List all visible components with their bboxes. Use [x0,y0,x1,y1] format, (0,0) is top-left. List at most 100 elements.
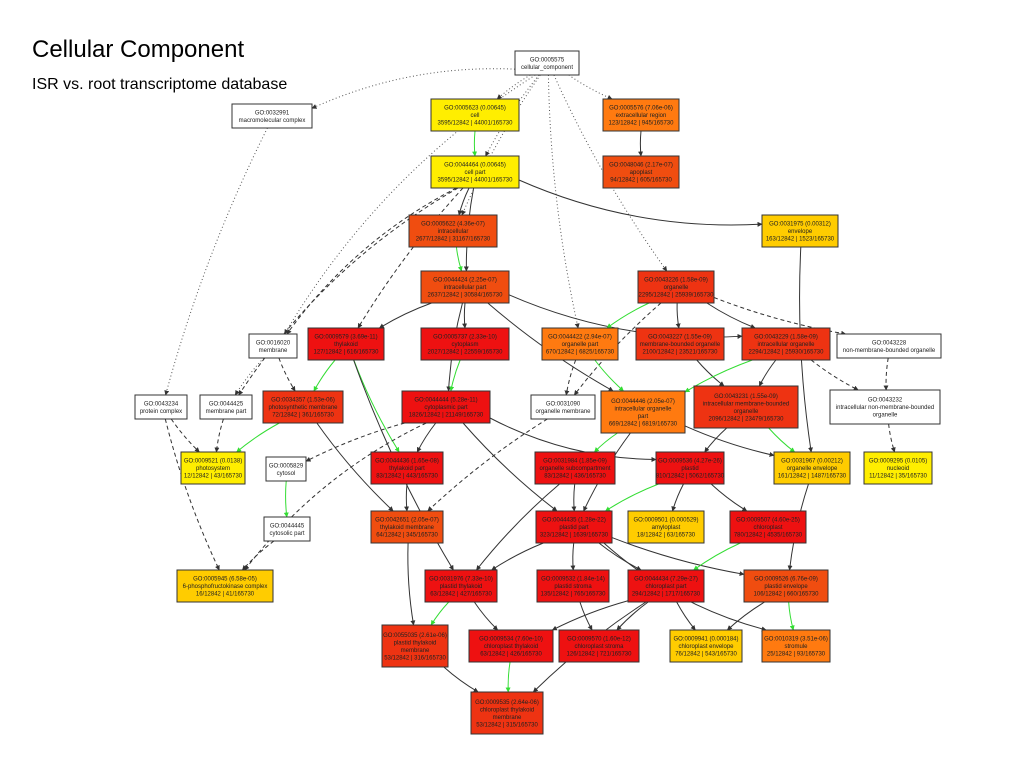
go-node-n0031976[interactable]: GO:0031976 (7.33e-10)plastid thylakoid63… [424,569,498,603]
edge-n0044445-n0005945 [242,540,275,571]
go-node-n0009501[interactable]: GO:0009501 (0.000529)amyloplast18/12842 … [627,510,705,544]
edge-n0009579-n0034357 [313,359,336,392]
go-node-label-line: cytoplasmic part [424,405,468,411]
edge-n0016020-n0034357 [278,357,296,392]
go-node-n0044436[interactable]: GO:0044436 (1.65e-08)thylakoid part83/12… [370,451,444,485]
go-node-label-line: chloroplast envelope [678,644,734,650]
go-node-n0005945[interactable]: GO:0005945 (6.58e-05)6-phosphofructokina… [176,569,274,603]
go-node-box [470,691,544,735]
edge-n0005575-n0044422 [547,74,580,329]
go-node-n0009535[interactable]: GO:0009535 (2.64e-06)chloroplast thylako… [470,691,544,735]
go-node-label-line: plastid stroma [554,584,592,590]
go-node-label-line: GO:0009521 (0.0138) [184,459,242,465]
go-node-n0009507[interactable]: GO:0009507 (4.60e-25)chloroplast780/1284… [729,510,807,544]
edge-n0044444-n0044435 [462,422,558,512]
go-node-box [602,155,680,189]
edge-n0042651-n0055035 [407,542,416,626]
page-subtitle: ISR vs. root transcriptome database [32,76,288,93]
go-node-box [199,394,253,420]
go-node-n0044446[interactable]: GO:0044446 (2.05e-07)intracellular organ… [600,390,686,434]
go-node-n0043229[interactable]: GO:0043229 (1.58e-09)intracellular organ… [741,327,831,361]
go-node-label-line: intracellular [438,229,469,235]
edge-n0005576-n0048046 [638,130,644,157]
go-node-n0031967[interactable]: GO:0031967 (0.00212)organelle envelope16… [773,451,851,485]
go-node-label-line: 63/12842 | 426/165730 [480,652,542,658]
go-node-label-line: plastid [681,466,698,472]
edge-n0044424-n0005737 [462,302,468,329]
go-node-n0043231[interactable]: GO:0043231 (1.55e-09)intracellular membr… [693,385,799,429]
edge-n0043228-n0043232 [883,357,889,391]
edge-n0009534-n0009535 [505,661,511,693]
go-node-label-line: thylakoid membrane [380,525,435,531]
go-node-box [558,629,640,663]
go-node-box [420,270,510,304]
go-node-label-line: plastid thylakoid [394,640,437,646]
go-node-n0031984[interactable]: GO:0031984 (1.85e-09)organelle subcompar… [534,451,616,485]
go-node-n0044424[interactable]: GO:0044424 (2.25e-07)intracellular part2… [420,270,510,304]
go-node-n0009941[interactable]: GO:0009941 (0.000184)chloroplast envelop… [669,629,743,663]
go-node-n0005622[interactable]: GO:0005622 (4.36e-07)intracellular2677/1… [408,214,498,248]
go-node-label-line: organelle part [562,342,599,348]
go-node-box [627,510,705,544]
go-node-box [669,629,743,663]
go-node-n0044434[interactable]: GO:0044434 (7.29e-27)chloroplast part294… [627,569,705,603]
edge-n0009536-n0044435 [605,483,659,512]
go-node-n0044422[interactable]: GO:0044422 (2.94e-07)organelle part670/1… [541,327,619,361]
go-node-n0009532[interactable]: GO:0009532 (1.84e-14)plastid stroma135/1… [536,569,610,603]
edge-n0005575-n0032991 [311,68,516,109]
go-node-label-line: organelle subcompartment [539,466,610,472]
go-node-n0009534[interactable]: GO:0009534 (7.60e-10)chloroplast thylako… [468,629,554,663]
go-node-n0005737[interactable]: GO:0005737 (2.33e-10)cytoplasm2027/12842… [420,327,510,361]
go-node-n0009570[interactable]: GO:0009570 (1.60e-12)chloroplast stroma1… [558,629,640,663]
go-node-label-line: membrane [259,348,288,354]
go-node-n0043227[interactable]: GO:0043227 (1.55e-09)membrane-bounded or… [635,327,725,361]
edge-n0009536-n0009507 [710,483,748,512]
go-node-label-line: GO:0031090 [546,401,581,407]
go-node-label-line: 18/12842 | 63/165730 [637,533,696,539]
edge-n0009526-n0010319 [788,601,795,631]
go-node-n0044435[interactable]: GO:0044435 (1.28e-22)plastid part323/128… [535,510,613,544]
go-node-n0009579[interactable]: GO:0009579 (3.69e-11)thylakoid127/12842 … [307,327,385,361]
edge-n0043229-n0043232 [810,359,859,391]
go-node-label-line: intracellular organelle [614,406,672,412]
go-node-n0034357[interactable]: GO:0034357 (1.53e-06)photosynthetic memb… [262,390,344,424]
go-node-label-line: GO:0044464 (0.00645) [444,163,506,169]
go-node-label-line: non-membrane-bounded organelle [843,348,936,354]
go-node-n0005576[interactable]: GO:0005576 (7.06e-06)extracellular regio… [602,98,680,132]
go-node-n0042651[interactable]: GO:0042651 (2.05e-07)thylakoid membrane6… [370,510,444,544]
go-node-label-line: GO:0031984 (1.85e-09) [543,459,607,465]
edge-n0043234-n0005945 [164,418,220,571]
go-node-n0009526[interactable]: GO:0009526 (6.76e-09)plastid envelope106… [743,569,829,603]
nodes-layer: GO:0005575cellular_componentGO:0032991ma… [134,50,942,735]
go-node-label-line: GO:0044425 [209,401,244,407]
go-node-box [534,451,616,485]
go-node-label-line: thylakoid [334,342,358,348]
go-node-n0044464[interactable]: GO:0044464 (0.00645)cell part3595/12842 … [430,155,520,189]
go-node-label-line: GO:0055035 (2.61e-06) [383,633,447,639]
go-node-n0044444[interactable]: GO:0044444 (5.28e-11)cytoplasmic part182… [401,390,491,424]
go-node-n0055035[interactable]: GO:0055035 (2.61e-06)plastid thylakoidme… [381,624,449,668]
go-node-n0043226[interactable]: GO:0043226 (1.58e-09)organelle2295/12842… [637,270,715,304]
edge-n0043231-n0009536 [704,427,728,453]
go-node-label-line: 135/12842 | 765/165730 [541,592,607,598]
go-node-box [602,98,680,132]
edge-n0043227-n0043231 [696,359,725,387]
go-node-label-line: GO:0005576 (7.06e-06) [609,106,673,112]
